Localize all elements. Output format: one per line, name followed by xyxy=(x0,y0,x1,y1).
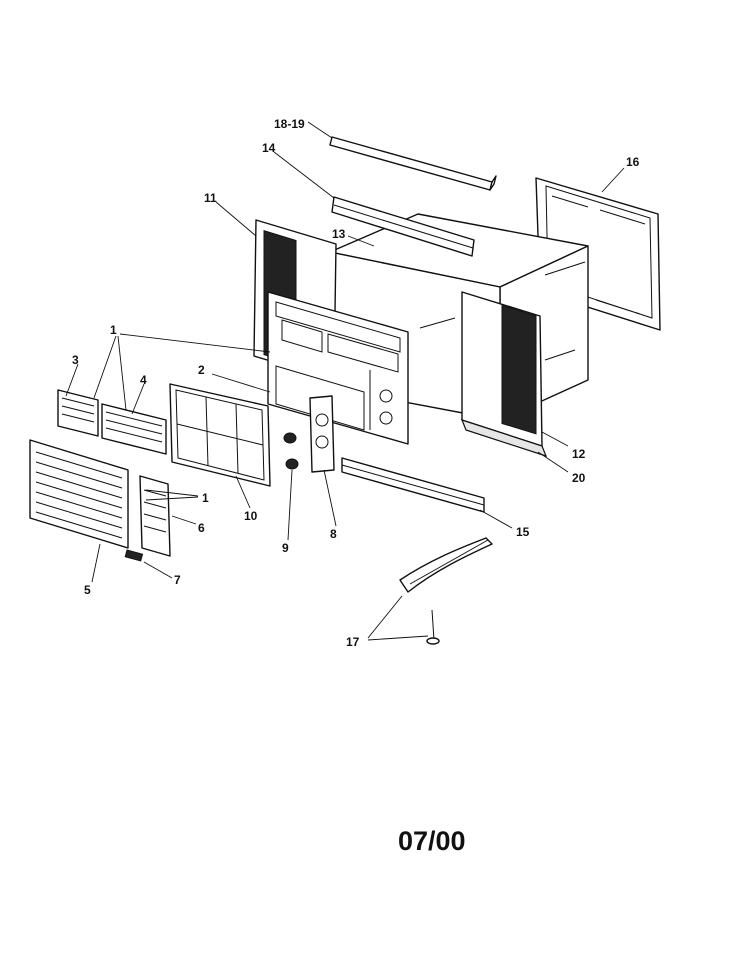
part-8-control-panel xyxy=(309,395,335,473)
part-14-rail xyxy=(331,196,475,257)
callout-18-19: 18-19 xyxy=(274,117,305,131)
part-7-clip xyxy=(124,549,144,562)
part-2-front-frame xyxy=(267,291,409,445)
part-3-louver xyxy=(57,389,99,437)
part-15-bottom-channel xyxy=(341,457,485,513)
part-18-19-top-rail xyxy=(329,136,497,191)
callout-2: 2 xyxy=(198,363,205,377)
callout-1-top: 1 xyxy=(110,323,117,337)
callout-20: 20 xyxy=(572,471,586,485)
callout-14: 14 xyxy=(262,141,276,155)
part-6-side-grille xyxy=(139,475,171,557)
callout-7: 7 xyxy=(174,573,181,587)
callout-6: 6 xyxy=(198,521,205,535)
callout-8: 8 xyxy=(330,527,337,541)
part-9-knobs xyxy=(283,432,299,470)
part-10-filter xyxy=(169,383,271,487)
revision-date: 07/00 xyxy=(398,826,466,856)
callout-4: 4 xyxy=(140,373,147,387)
part-12-right-side-louver xyxy=(460,291,548,457)
part-5-front-grille xyxy=(29,439,129,549)
callout-10: 10 xyxy=(244,509,258,523)
callout-11: 11 xyxy=(204,191,217,205)
callout-12: 12 xyxy=(572,447,586,461)
leader-lines xyxy=(65,121,625,641)
callout-13: 13 xyxy=(332,227,346,241)
callout-5: 5 xyxy=(84,583,91,597)
part-4-louver xyxy=(101,403,167,455)
callout-15: 15 xyxy=(516,525,530,539)
callout-16: 16 xyxy=(626,155,640,169)
callout-17: 17 xyxy=(346,635,360,649)
callouts: 18-19 14 16 11 13 1 3 4 2 1 10 6 5 7 9 8… xyxy=(72,117,640,649)
callout-9: 9 xyxy=(282,541,289,555)
callout-1-side: 1 xyxy=(202,491,209,505)
callout-3: 3 xyxy=(72,353,79,367)
part-17-support-bracket xyxy=(399,537,493,645)
